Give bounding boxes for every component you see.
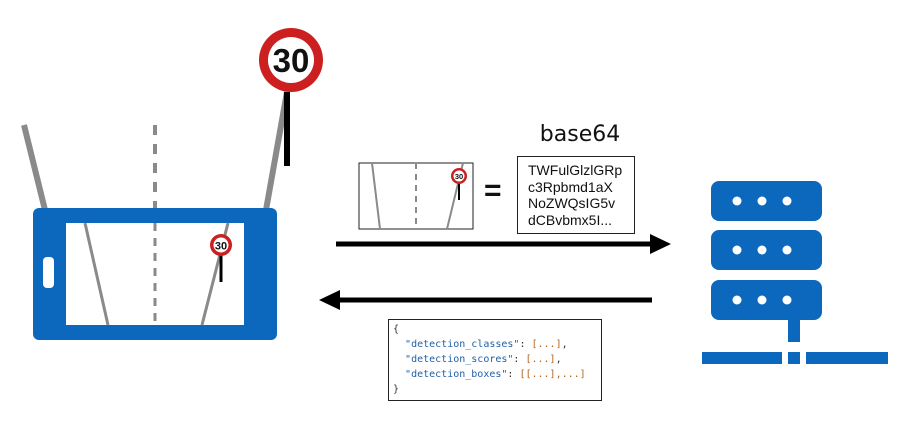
json-tail: , <box>561 339 568 350</box>
json-value: [[...],...] <box>519 369 586 380</box>
base64-line: dCBvbmx5I... <box>528 211 613 228</box>
json-entry: "detection_classes": [...], <box>405 339 568 350</box>
json-value: [...] <box>525 354 556 365</box>
json-entry: "detection_boxes": [[...],...] <box>405 369 586 380</box>
json-value: [...] <box>531 339 562 350</box>
json-open-brace: { <box>393 324 400 335</box>
thumbnail-image: 30 <box>358 162 474 230</box>
json-key: "detection_boxes" <box>405 369 508 380</box>
server-base-right <box>806 352 888 364</box>
view-line-right <box>263 91 290 211</box>
json-tail: , <box>555 354 562 365</box>
json-key: "detection_scores" <box>405 354 514 365</box>
speed-sign-large-text: 30 <box>273 42 310 79</box>
phone-button <box>43 257 54 288</box>
json-entry: "detection_scores": [...], <box>405 354 562 365</box>
phone-device: 30 <box>33 208 277 340</box>
base64-text-box: TWFulGlzlGRp c3Rpbmd1aX NoZWQsIG5v dCBvb… <box>517 156 635 234</box>
screen-road-left <box>83 222 110 326</box>
thumbnail-sign-text: 30 <box>455 172 463 181</box>
json-close-brace: } <box>393 384 400 395</box>
server-base-center <box>788 352 800 364</box>
view-line-left <box>21 124 48 211</box>
request-arrow <box>336 234 671 254</box>
speed-sign-large: 30 <box>259 28 323 92</box>
json-key: "detection_classes" <box>405 339 520 350</box>
server-base-left <box>702 352 782 364</box>
response-arrow <box>319 290 652 310</box>
server-icon <box>702 181 888 364</box>
base64-line: c3Rpbmd1aX <box>528 178 613 195</box>
json-response-box: { "detection_classes": [...], "detection… <box>388 319 602 401</box>
equals-sign: = <box>484 174 502 207</box>
base64-line: NoZWQsIG5v <box>528 195 616 211</box>
base64-line: TWFulGlzlGRp <box>528 162 623 178</box>
base64-label: base64 <box>539 122 621 147</box>
server-stem <box>788 320 800 342</box>
screen-speed-sign-text: 30 <box>215 241 227 253</box>
